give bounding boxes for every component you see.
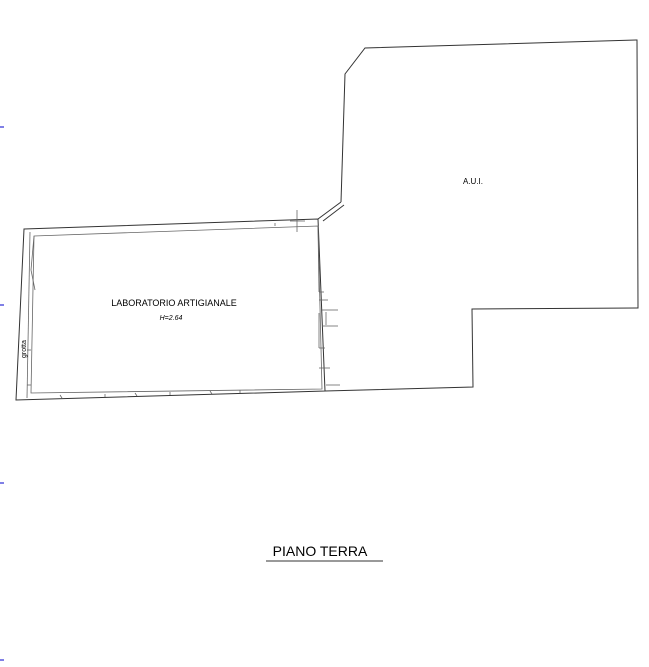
side-note: grotta (21, 340, 28, 358)
laboratorio-outer-wall (15, 218, 326, 401)
room-label-laboratorio: LABORATORIO ARTIGIANALE (111, 298, 237, 308)
room-height-label: H=2.64 (160, 315, 183, 322)
aui-outline (324, 39, 639, 392)
margin-marks (0, 126, 4, 661)
floor-title: PIANO TERRA (273, 543, 368, 559)
room-label-aui: A.U.I. (463, 177, 483, 186)
corridor-walls (317, 201, 345, 222)
laboratorio-inner-wall (30, 225, 323, 394)
wall-details (26, 210, 340, 399)
